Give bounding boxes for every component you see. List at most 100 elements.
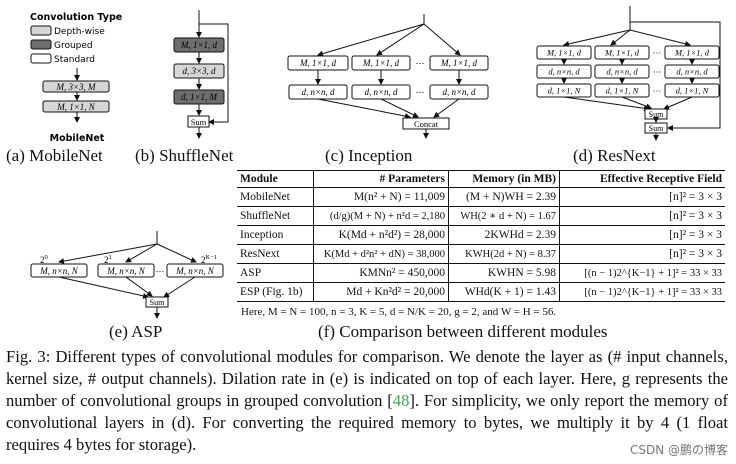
cell-erf: [(n − 1)2^{K−1} + 1]² = 33 × 33 [559, 282, 725, 302]
cell-params: K(Md + d²n² + dN) = 38,000 [313, 244, 449, 264]
inception-diagram: M, 1×1, d M, 1×1, d ⋯ M, 1×1, d d, n×n, … [287, 14, 489, 139]
caption-e: (e) ASP [109, 322, 163, 341]
resnext-sum-1-label: Sum [649, 110, 664, 119]
legend: Convolution Type Depth-wise Grouped Stan… [30, 12, 122, 65]
cell-params: K(Md + n²d²) = 28,000 [313, 225, 449, 245]
mobilenet-layer-2-label: M, 1×1, N [56, 102, 96, 112]
cell-params: KMNn² = 450,000 [313, 263, 449, 283]
cell-erf: [(n − 1)2^{K−1} + 1]² = 33 × 33 [559, 263, 725, 283]
caption-d: (d) ResNext [573, 146, 656, 165]
asp-rate-1: 20 [40, 254, 48, 265]
asp-rate-3: 2K−1 [201, 254, 217, 265]
table-row: Inception K(Md + n²d²) = 28,000 2KWHd = … [237, 225, 725, 245]
inception-ellipsis-top: ⋯ [416, 58, 425, 68]
comparison-table: Module # Parameters Memory (in MB) Effec… [237, 170, 725, 302]
cell-module: ShuffleNet [237, 206, 314, 226]
mobilenet-diagram: M, 3×3, M M, 1×1, N MobileNet [42, 68, 110, 144]
cell-module: ResNext [237, 244, 314, 264]
shufflenet-sum-label: Sum [191, 117, 207, 127]
caption-f: (f) Comparison between different modules [318, 322, 608, 341]
inception-bottom-1-label: d, n×n, d [301, 87, 335, 97]
cell-module: MobileNet [237, 187, 314, 207]
asp-layer-3-label: M, n×n, N [175, 266, 215, 276]
table-row: ASP KMNn² = 450,000 KWHN = 5.98 [(n − 1)… [237, 263, 725, 283]
asp-sum-label: Sum [150, 298, 165, 307]
resnext-ellipsis-3: ⋯ [653, 86, 662, 96]
header-module: Module [237, 170, 314, 188]
resnext-r1-3-label: M, 1×1, d [674, 48, 710, 58]
cell-params: M(n² + N) = 11,009 [313, 187, 449, 207]
inception-concat-label: Concat [414, 119, 439, 129]
inception-top-2-label: M, 1×1, d [362, 58, 400, 68]
mobilenet-layer-depthwise [42, 80, 110, 93]
cell-module: ESP (Fig. 1b) [237, 282, 314, 302]
legend-swatch-standard [30, 53, 52, 64]
legend-label-grouped: Grouped [54, 41, 93, 51]
asp-diagram: 20 21 2K−1 M, n×n, N M, n×n, N ⋯ M, n×n,… [30, 231, 224, 319]
table-note: Here, M = N = 100, n = 3, K = 5, d = N/K… [241, 306, 557, 318]
table-row: ESP (Fig. 1b) Md + Kn²d² = 20,000 WHd(K … [237, 282, 725, 302]
cell-params: Md + Kn²d² = 20,000 [313, 282, 449, 302]
cell-erf: [n]² = 3 × 3 [559, 225, 725, 245]
resnext-r2-1-label: d, n×n, d [548, 67, 580, 77]
legend-title: Convolution Type [30, 12, 122, 23]
mobilenet-title: MobileNet [50, 133, 105, 144]
resnext-r2-3-label: d, n×n, d [676, 67, 708, 77]
inception-top-3-label: M, 1×1, d [440, 58, 478, 68]
figure-caption-text: Fig. 3: Different types of convolutional… [6, 347, 728, 410]
caption-a: (a) MobileNet [6, 146, 103, 165]
resnext-r2-2-label: d, n×n, d [606, 67, 638, 77]
caption-b: (b) ShuffleNet [135, 146, 234, 165]
cell-module: Inception [237, 225, 314, 245]
table-row: ShuffleNet (d/g)(M + N) + n²d = 2,180 WH… [237, 206, 725, 226]
legend-swatch-grouped [30, 39, 52, 50]
cell-memory: WH(2 ∗ d + N) = 1.67 [448, 206, 560, 226]
cell-memory: (M + N)WH = 2.39 [448, 187, 560, 207]
legend-swatch-depthwise [30, 25, 52, 36]
asp-rate-2: 21 [104, 254, 112, 265]
shufflenet-layer-1-label: M, 1×1, d [180, 40, 218, 50]
cell-memory: KWH(2d + N) = 8.37 [448, 244, 560, 264]
inception-top-1-label: M, 1×1, d [299, 58, 337, 68]
asp-ellipsis: ⋯ [156, 266, 165, 276]
resnext-r1-2-label: M, 1×1, d [604, 48, 640, 58]
table-row: ResNext K(Md + d²n² + dN) = 38,000 KWH(2… [237, 244, 725, 264]
shufflenet-layer-3-label: d, 1×1, M [181, 92, 218, 102]
resnext-r1-1-label: M, 1×1, d [546, 48, 582, 58]
cell-memory: KWHN = 5.98 [448, 263, 560, 283]
legend-label-depthwise: Depth-wise [54, 27, 105, 37]
resnext-ellipsis-2: ⋯ [653, 67, 662, 77]
inception-ellipsis-bottom: ⋯ [416, 87, 425, 97]
resnext-r3-3-label: d, 1×1, N [676, 86, 710, 96]
caption-c: (c) Inception [325, 146, 413, 165]
header-params: # Parameters [313, 170, 449, 188]
cell-erf: [n]² = 3 × 3 [559, 244, 725, 264]
figure-caption: Fig. 3: Different types of convolutional… [6, 346, 728, 456]
shufflenet-layer-2-label: d, 3×3, d [182, 66, 216, 76]
mobilenet-layer-1-label: M, 3×3, M [55, 82, 96, 92]
resnext-diagram: M, 1×1, d M, 1×1, d ⋯ M, 1×1, d d, n×n, … [536, 6, 721, 141]
cell-erf: [n]² = 3 × 3 [559, 187, 725, 207]
cell-memory: 2KWHd = 2.39 [448, 225, 560, 245]
resnext-ellipsis-1: ⋯ [653, 48, 662, 58]
cell-erf: [n]² = 3 × 3 [559, 206, 725, 226]
inception-bottom-2-label: d, n×n, d [364, 87, 398, 97]
resnext-r3-2-label: d, 1×1, N [606, 86, 640, 96]
header-memory: Memory (in MB) [448, 170, 560, 188]
cell-params: (d/g)(M + N) + n²d = 2,180 [313, 206, 449, 226]
resnext-sum-2-label: Sum [649, 124, 664, 133]
shufflenet-diagram: M, 1×1, d d, 3×3, d d, 1×1, M Sum [173, 10, 229, 139]
asp-layer-1-label: M, n×n, N [39, 266, 79, 276]
figure-caption-text-end: ]. For simplicity, we only report the me… [6, 391, 728, 454]
table-header-row: Module # Parameters Memory (in MB) Effec… [237, 170, 725, 188]
watermark: CSDN @鹏の博客 [629, 443, 728, 457]
cell-module: ASP [237, 263, 314, 283]
citation-link[interactable]: 48 [392, 391, 410, 410]
resnext-r3-1-label: d, 1×1, N [548, 86, 582, 96]
table-row: MobileNet M(n² + N) = 11,009 (M + N)WH =… [237, 187, 725, 207]
inception-bottom-3-label: d, n×n, d [442, 87, 476, 97]
asp-layer-2-label: M, n×n, N [106, 266, 146, 276]
cell-memory: WHd(K + 1) = 1.43 [448, 282, 560, 302]
legend-label-standard: Standard [54, 55, 95, 65]
